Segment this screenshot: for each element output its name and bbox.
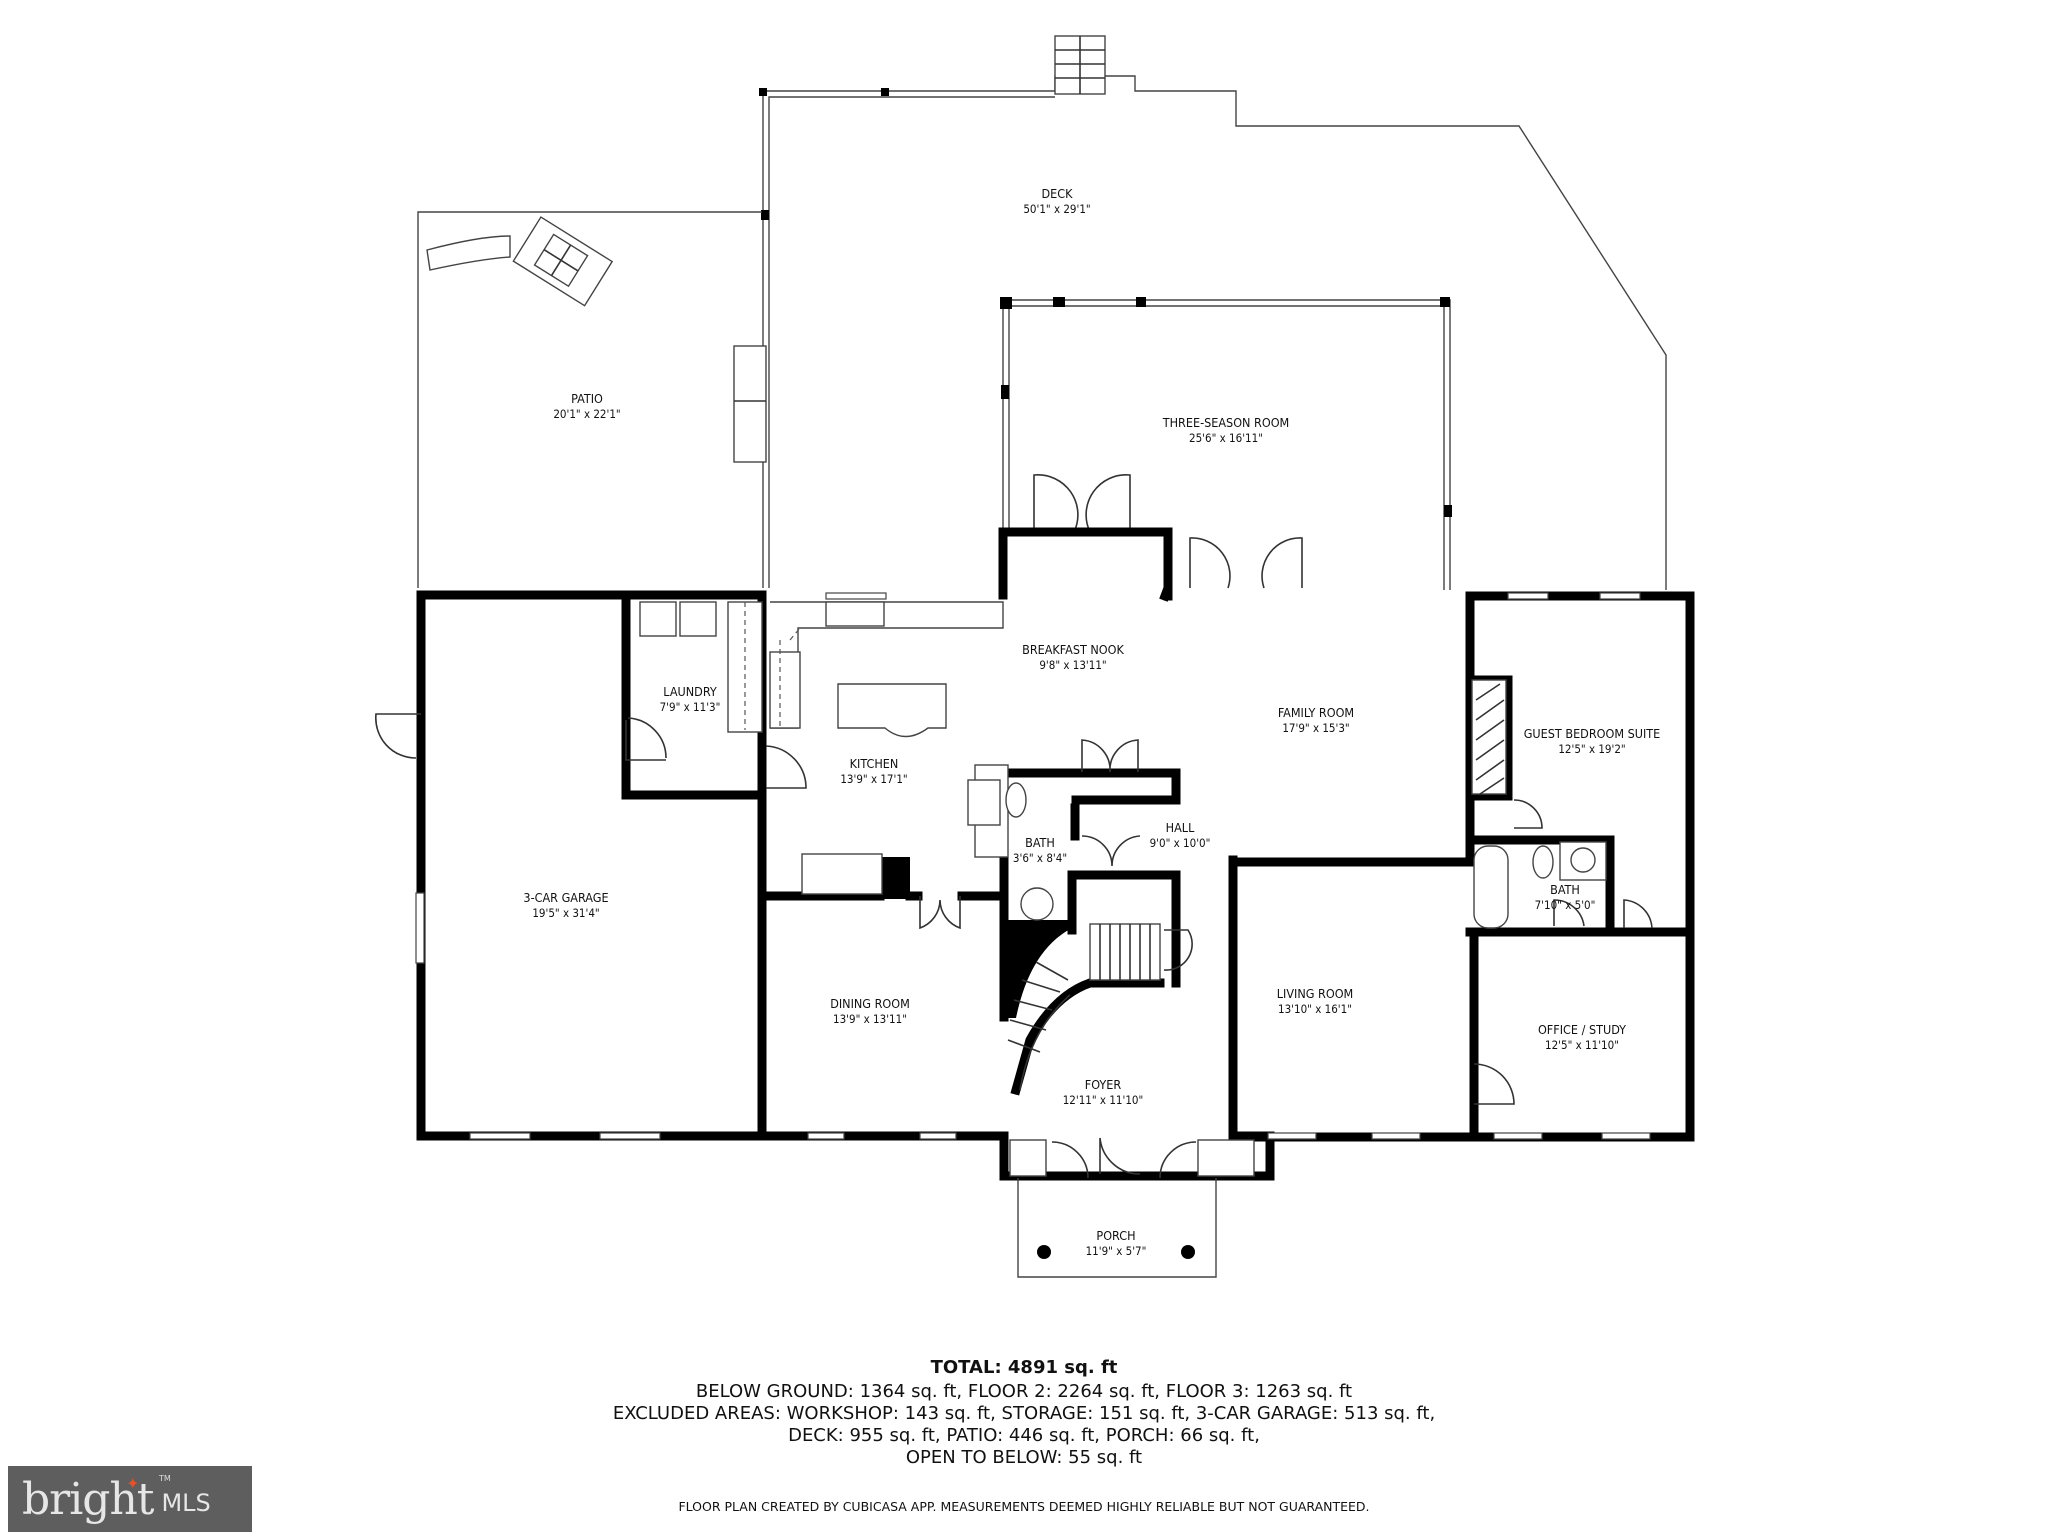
- front-windows: [807, 592, 1651, 1140]
- closet-doors: [1081, 739, 1139, 773]
- room-dims-family-room: 17'9" x 15'3": [1282, 721, 1349, 735]
- room-name-guest-bath: BATH: [1550, 882, 1580, 897]
- watermark-brand: bright: [22, 1473, 154, 1525]
- room-dims-laundry: 7'9" x 11'3": [660, 700, 721, 714]
- half-bath-fixtures: [967, 779, 1054, 921]
- exterior-walls: [416, 527, 1695, 1181]
- watermark-suffix: MLS: [161, 1489, 211, 1517]
- laundry-door: [625, 720, 666, 761]
- room-dims-porch: 11'9" x 5'7": [1086, 1244, 1147, 1258]
- room-name-dining-room: DINING ROOM: [830, 996, 910, 1011]
- room-dims-half-bath: 3'6" x 8'4": [1013, 851, 1067, 865]
- patio-outline: [417, 211, 767, 588]
- dining-doors: [919, 896, 961, 930]
- room-dims-dining-room: 13'9" x 13'11": [833, 1012, 907, 1026]
- kitchen-fixtures: [639, 601, 1009, 895]
- porch-outline: [1017, 1178, 1217, 1278]
- room-name-kitchen: KITCHEN: [850, 756, 899, 771]
- room-name-garage: 3-CAR GARAGE: [523, 890, 608, 905]
- room-dims-hall: 9'0" x 10'0": [1150, 836, 1211, 850]
- fireplace: [1471, 679, 1507, 795]
- guest-bath-fixtures: [1473, 799, 1653, 929]
- room-name-deck: DECK: [1042, 186, 1074, 201]
- room-name-office: OFFICE / STUDY: [1538, 1022, 1626, 1037]
- excluded-areas-line: EXCLUDED AREAS: WORKSHOP: 143 sq. ft, ST…: [612, 1403, 1436, 1424]
- room-name-laundry: LAUNDRY: [663, 684, 717, 699]
- room-name-guest-bedroom: GUEST BEDROOM SUITE: [1524, 726, 1661, 741]
- garage-side-door: [375, 713, 421, 759]
- room-dims-office: 12'5" x 11'10": [1545, 1038, 1619, 1052]
- room-name-patio: PATIO: [571, 391, 603, 406]
- room-name-three-season: THREE-SEASON ROOM: [1162, 415, 1290, 430]
- room-labels: DECK 50'1" x 29'1" PATIO 20'1" x 22'1" T…: [523, 186, 1660, 1258]
- excluded-areas-line-2: DECK: 955 sq. ft, PATIO: 446 sq. ft, POR…: [788, 1425, 1260, 1446]
- room-dims-guest-bedroom: 12'5" x 19'2": [1558, 742, 1625, 756]
- open-to-below-line: OPEN TO BELOW: 55 sq. ft: [905, 1447, 1143, 1468]
- room-dims-deck: 50'1" x 29'1": [1023, 202, 1090, 216]
- room-dims-guest-bath: 7'10" x 5'0": [1535, 898, 1596, 912]
- office-door: [1473, 1063, 1515, 1105]
- three-season-room-outline: [1000, 297, 1452, 590]
- main-staircase: [1007, 923, 1193, 1091]
- room-dims-foyer: 12'11" x 11'10": [1063, 1093, 1144, 1107]
- room-name-breakfast-nook: BREAKFAST NOOK: [1022, 642, 1124, 657]
- room-dims-patio: 20'1" x 22'1": [553, 407, 620, 421]
- deck-outline: [759, 35, 1667, 590]
- room-name-half-bath: BATH: [1025, 835, 1055, 850]
- room-dims-kitchen: 13'9" x 17'1": [840, 772, 907, 786]
- room-name-hall: HALL: [1166, 820, 1195, 835]
- bright-mls-watermark: bright ✦ TM MLS: [8, 1466, 252, 1532]
- area-floors-line: BELOW GROUND: 1364 sq. ft, FLOOR 2: 2264…: [695, 1381, 1353, 1402]
- total-area: TOTAL: 4891 sq. ft: [930, 1357, 1118, 1378]
- disclaimer: FLOOR PLAN CREATED BY CUBICASA APP. MEAS…: [678, 1499, 1370, 1514]
- room-dims-garage: 19'5" x 31'4": [532, 906, 599, 920]
- room-name-foyer: FOYER: [1085, 1077, 1122, 1092]
- star-icon: ✦: [126, 1474, 140, 1493]
- room-name-family-room: FAMILY ROOM: [1278, 705, 1354, 720]
- foyer-entry: [1009, 1137, 1255, 1179]
- deck-stairs: [1054, 35, 1106, 95]
- room-dims-breakfast-nook: 9'8" x 13'11": [1039, 658, 1106, 672]
- room-name-porch: PORCH: [1096, 1228, 1135, 1243]
- room-name-living-room: LIVING ROOM: [1277, 986, 1354, 1001]
- room-dims-living-room: 13'10" x 16'1": [1278, 1002, 1352, 1016]
- trademark: TM: [159, 1474, 171, 1483]
- room-dims-three-season: 25'6" x 16'11": [1189, 431, 1263, 445]
